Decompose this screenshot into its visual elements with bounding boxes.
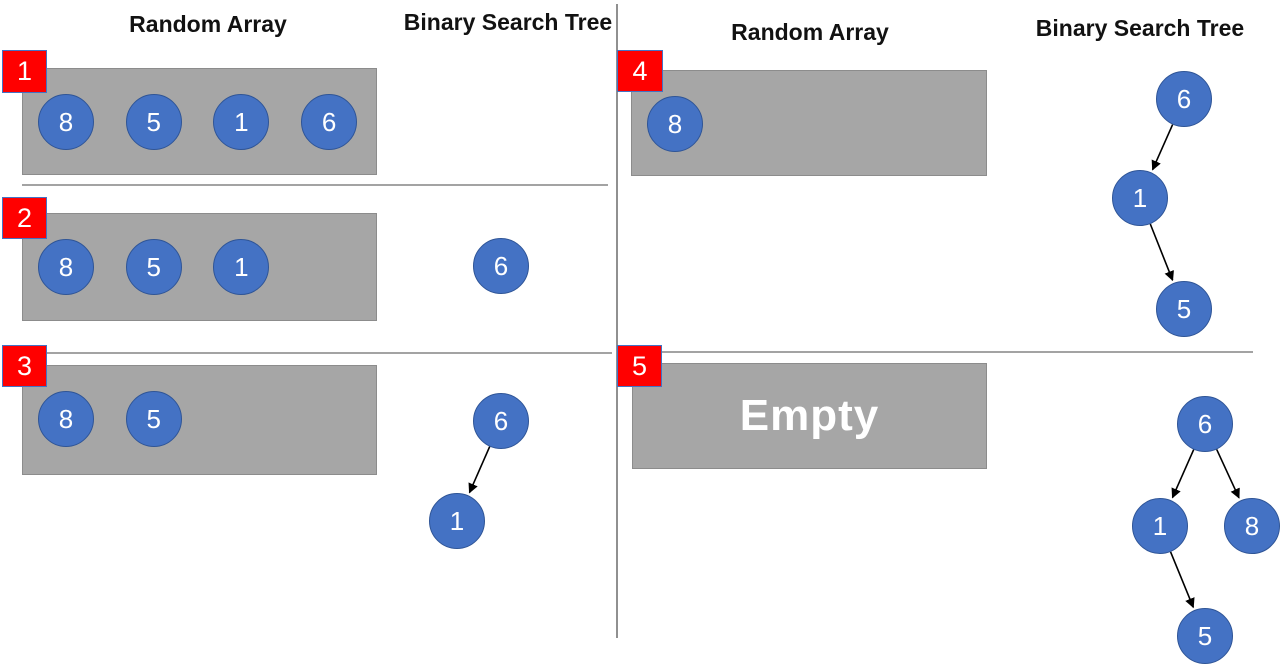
- header-random-array-left: Random Array: [129, 11, 287, 37]
- array-item-node: 1: [213, 239, 270, 295]
- tree-edge-arrow: [1215, 449, 1240, 499]
- tree-node: 6: [1156, 71, 1212, 127]
- tree-node: 6: [473, 238, 529, 294]
- tree-node: 6: [1177, 396, 1233, 452]
- header-random-array-right: Random Array: [731, 19, 889, 45]
- row-divider-left-2: [22, 352, 612, 354]
- tree-node: 5: [1177, 608, 1233, 664]
- tree-node: 1: [429, 493, 485, 549]
- row-divider-left-1: [22, 184, 608, 186]
- tree-node: 5: [1156, 281, 1212, 337]
- step-badge-3: 3: [2, 345, 47, 387]
- array-box-step-5: Empty: [632, 363, 987, 469]
- tree-node: 6: [473, 393, 529, 449]
- tree-node: 8: [1224, 498, 1280, 554]
- array-empty-label: Empty: [739, 391, 880, 440]
- step-badge-2: 2: [2, 197, 47, 239]
- array-item-node: 1: [213, 94, 270, 150]
- array-item-node: 6: [301, 94, 358, 150]
- step-badge-4: 4: [617, 50, 663, 92]
- tree-edge-arrow: [1171, 449, 1195, 499]
- tree-edge-arrow: [1149, 223, 1174, 282]
- tree-edge-arrow: [1169, 551, 1195, 609]
- array-item-node: 8: [38, 239, 94, 295]
- tree-node: 1: [1112, 170, 1168, 226]
- step-badge-1: 1: [2, 50, 47, 93]
- array-item-node: 5: [125, 94, 182, 150]
- row-divider-right-1: [621, 351, 1253, 353]
- header-bst-left: Binary Search Tree: [403, 9, 613, 35]
- header-bst-right: Binary Search Tree: [1035, 15, 1245, 41]
- array-item-node: 8: [647, 96, 703, 152]
- array-item-node: 5: [125, 239, 182, 295]
- array-item-node: 8: [38, 94, 94, 150]
- tree-edge-arrow: [468, 446, 491, 494]
- step-badge-5: 5: [617, 345, 662, 387]
- tree-edge-arrow: [1151, 124, 1174, 171]
- vertical-divider: [616, 4, 618, 638]
- array-item-node: 5: [125, 391, 182, 447]
- tree-node: 1: [1132, 498, 1188, 554]
- array-item-node: 8: [38, 391, 94, 447]
